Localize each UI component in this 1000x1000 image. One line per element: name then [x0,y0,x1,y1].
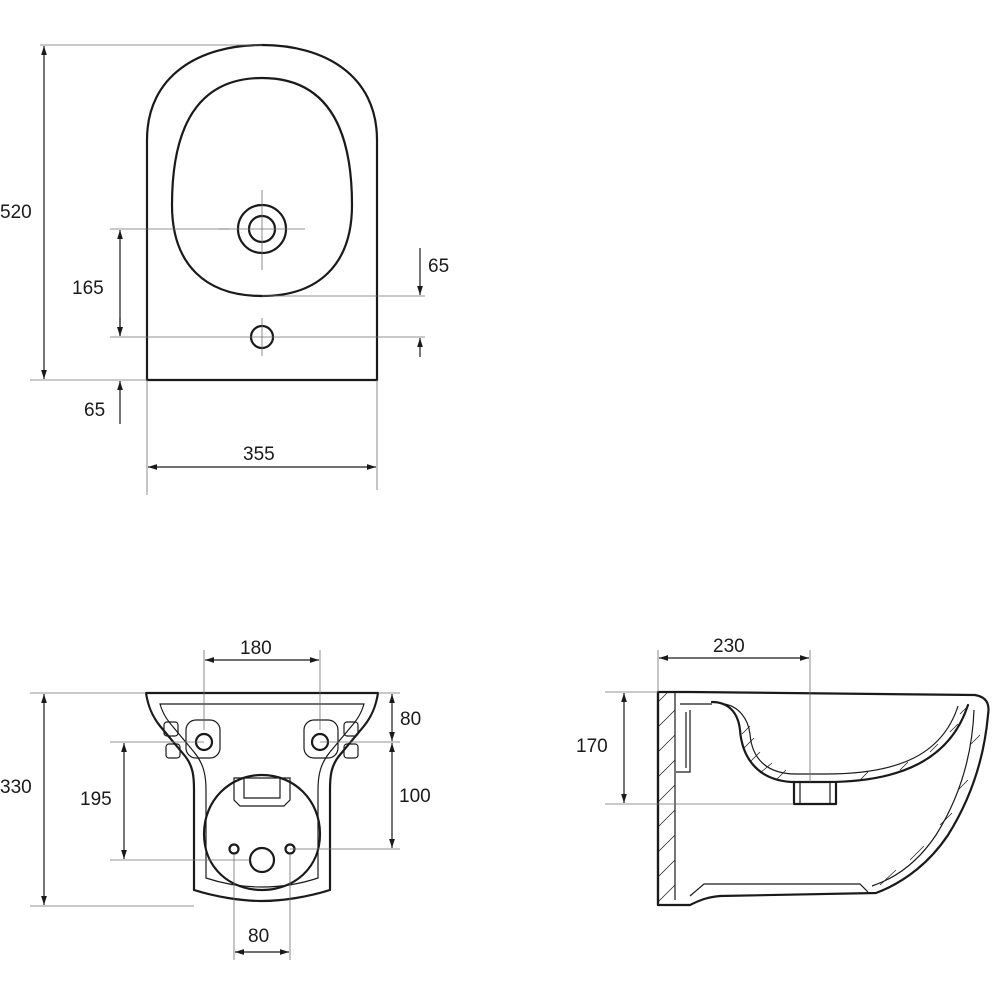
bolt-pocket-right [303,719,339,759]
dim-overall-length: 520 [0,202,32,223]
dim-hole-to-back: 65 [84,400,105,421]
side-outer-outline [656,690,990,907]
rear-view: 180 80 330 195 100 80 [0,638,431,960]
dim-height: 170 [576,736,608,757]
bidet-top-outline [145,43,379,382]
bowl-section [710,700,970,784]
dim-drain-to-hole: 165 [72,278,104,299]
side-section-view: 230 170 [576,636,990,907]
section-hatching [741,707,981,886]
rear-outline [144,691,380,903]
bolt-pocket-left [185,719,221,759]
dim-pipe-spacing: 80 [248,926,269,947]
top-view: 520 165 65 65 355 [0,43,449,495]
waste-outlet [248,846,276,874]
dim-pipe-height: 100 [399,786,431,807]
dim-overall-height: 330 [0,777,32,798]
dim-depth: 230 [713,636,745,657]
dim-bolt-spacing: 180 [240,638,272,659]
dim-rim-to-hole: 65 [428,256,449,277]
dim-inlet-height: 195 [80,789,112,810]
water-inlet [233,777,291,807]
dim-bolt-height: 80 [400,709,421,730]
dim-overall-width: 355 [243,444,275,465]
waste-recess [202,773,322,892]
pipe-hole-left [228,843,240,855]
